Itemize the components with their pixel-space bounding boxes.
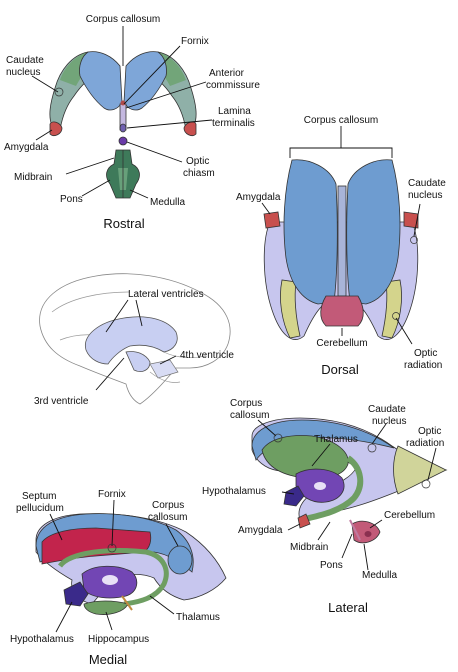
dorsal-view: Corpus callosum Amygdala Caudate nucleus… bbox=[236, 115, 446, 377]
dorsal-label-caudate-nucleus-1: Caudate bbox=[408, 178, 446, 189]
dorsal-label-optic-radiation-1: Optic bbox=[414, 348, 437, 359]
rostral-label-medulla: Medulla bbox=[150, 197, 185, 208]
medial-label-septum-pellucidum-2: pellucidum bbox=[16, 503, 64, 514]
rostral-label-lamina-terminalis-2: terminalis bbox=[212, 118, 255, 129]
rostral-label-caudate-nucleus-1: Caudate bbox=[6, 55, 44, 66]
lateral-label-medulla: Medulla bbox=[362, 570, 397, 581]
rostral-caption: Rostral bbox=[103, 216, 144, 231]
dorsal-caption: Dorsal bbox=[321, 362, 359, 377]
rostral-label-amygdala: Amygdala bbox=[4, 142, 49, 153]
overview-label-lateral-ventricles: Lateral ventricles bbox=[128, 289, 204, 300]
rostral-label-anterior-commissure-2: commissure bbox=[206, 80, 260, 91]
rostral-ventricle-right bbox=[123, 51, 167, 111]
medial-label-corpus-callosum-2: callosum bbox=[148, 512, 187, 523]
dorsal-label-amygdala: Amygdala bbox=[236, 192, 281, 203]
lateral-label-amygdala: Amygdala bbox=[238, 525, 283, 536]
medial-label-hypothalamus: Hypothalamus bbox=[10, 634, 74, 645]
medial-label-thalamus: Thalamus bbox=[176, 612, 220, 623]
lateral-caption: Lateral bbox=[328, 600, 368, 615]
overview-label-third-ventricle: 3rd ventricle bbox=[34, 396, 89, 407]
lateral-label-caudate-nucleus-2: nucleus bbox=[372, 416, 406, 427]
medial-caption: Medial bbox=[89, 652, 127, 667]
rostral-ventricle-left bbox=[79, 51, 123, 111]
lateral-thalamus bbox=[261, 435, 349, 479]
lateral-label-midbrain: Midbrain bbox=[290, 542, 328, 553]
rostral-label-lamina-terminalis-1: Lamina bbox=[218, 106, 251, 117]
lateral-label-hypothalamus: Hypothalamus bbox=[202, 486, 266, 497]
lateral-view: Corpus callosum Thalamus Caudate nucleus… bbox=[202, 398, 448, 615]
lateral-label-optic-radiation-1: Optic bbox=[418, 426, 441, 437]
dorsal-label-cerebellum: Cerebellum bbox=[316, 338, 367, 349]
lateral-label-thalamus: Thalamus bbox=[314, 434, 358, 445]
dorsal-label-caudate-nucleus-2: nucleus bbox=[408, 190, 442, 201]
medial-hippocampus bbox=[83, 600, 129, 615]
dorsal-cerebellum bbox=[320, 295, 364, 327]
rostral-label-pons: Pons bbox=[60, 194, 83, 205]
lateral-label-optic-radiation-2: radiation bbox=[406, 438, 444, 449]
rostral-view: Corpus callosum Caudate nucleus Fornix A… bbox=[4, 14, 260, 231]
lateral-label-cerebellum: Cerebellum bbox=[384, 510, 435, 521]
rostral-label-caudate-nucleus-2: nucleus bbox=[6, 67, 40, 78]
lateral-label-corpus-callosum-1: Corpus bbox=[230, 398, 262, 409]
rostral-label-optic-chiasm-1: Optic bbox=[186, 156, 209, 167]
lateral-label-corpus-callosum-2: callosum bbox=[230, 410, 269, 421]
medial-label-fornix: Fornix bbox=[98, 489, 126, 500]
rostral-label-optic-chiasm-2: chiasm bbox=[183, 168, 215, 179]
rostral-amygdala-left bbox=[49, 121, 63, 136]
medial-view: Septum pellucidum Fornix Corpus callosum… bbox=[10, 489, 227, 667]
medial-label-hippocampus: Hippocampus bbox=[88, 634, 149, 645]
overview-view: Lateral ventricles 4th ventricle 3rd ven… bbox=[34, 273, 234, 407]
lateral-label-pons: Pons bbox=[320, 560, 343, 571]
medial-label-septum-pellucidum-1: Septum bbox=[22, 491, 56, 502]
rostral-label-anterior-commissure-1: Anterior bbox=[209, 68, 245, 79]
overview-label-fourth-ventricle: 4th ventricle bbox=[180, 350, 234, 361]
rostral-label-fornix: Fornix bbox=[181, 36, 209, 47]
lateral-label-caudate-nucleus-1: Caudate bbox=[368, 404, 406, 415]
rostral-label-midbrain: Midbrain bbox=[14, 172, 52, 183]
dorsal-label-corpus-callosum: Corpus callosum bbox=[304, 115, 378, 126]
medial-septum-pellucidum bbox=[41, 527, 152, 565]
rostral-label-corpus-callosum: Corpus callosum bbox=[86, 14, 160, 25]
dorsal-label-optic-radiation-2: radiation bbox=[404, 360, 442, 371]
medial-label-corpus-callosum-1: Corpus bbox=[152, 500, 184, 511]
